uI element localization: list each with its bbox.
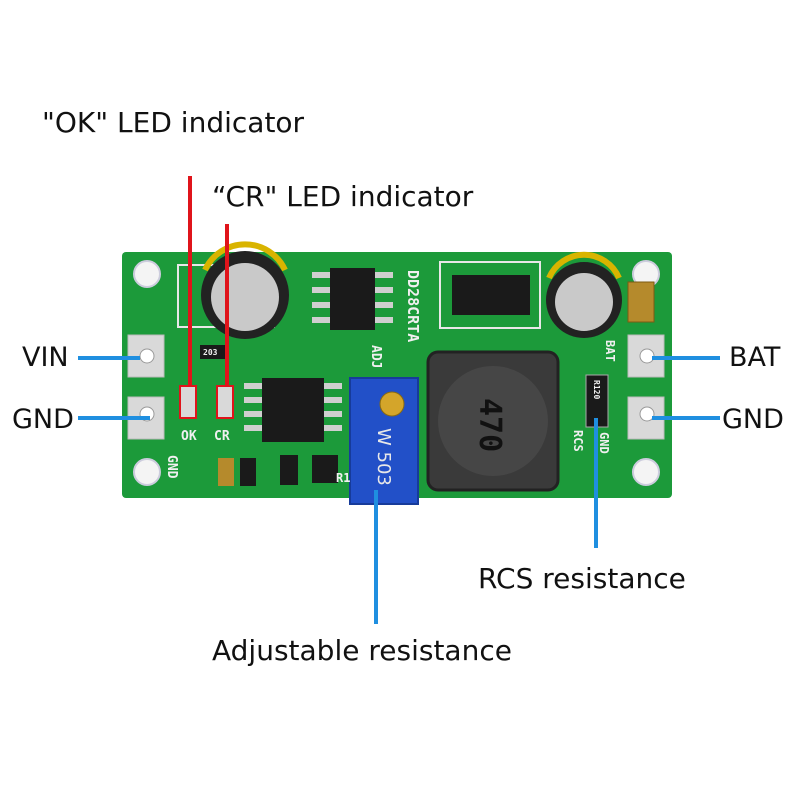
inductor-code: 470 <box>472 398 507 452</box>
gnd-pad-right-hole <box>639 406 655 422</box>
diode-outline <box>439 261 541 329</box>
mounting-hole <box>632 458 660 486</box>
gnd-left-label: GND <box>12 404 74 435</box>
diode <box>452 275 530 315</box>
adjustable-annotation: Adjustable resistance <box>212 634 512 667</box>
bat-silk-label: BAT <box>603 340 617 362</box>
right-capacitor-stripe <box>546 251 622 280</box>
smd-component <box>218 458 234 486</box>
bat-label: BAT <box>729 342 781 373</box>
gnd-silk-label-right: GND <box>597 432 611 454</box>
ok-led-annotation: "OK" LED indicator <box>42 106 305 139</box>
cr-led <box>216 385 234 419</box>
gnd-silk-label-left: GND <box>164 455 179 479</box>
shunt-code: R120 <box>592 380 601 399</box>
rcs-annotation: RCS resistance <box>478 562 686 595</box>
top-ic <box>330 268 375 330</box>
board-model-label: DD28CRTA <box>404 270 422 342</box>
transistor <box>312 455 338 483</box>
inductor-center <box>438 366 548 476</box>
left-capacitor-top <box>211 263 279 331</box>
vin-pad-hole <box>139 348 155 364</box>
adj-silk-label: ADJ <box>368 345 383 368</box>
small-cap-right <box>627 281 655 323</box>
vin-label: VIN <box>22 342 69 373</box>
bat-pad-hole <box>639 348 655 364</box>
lower-ic <box>262 378 324 442</box>
left-capacitor-stripe <box>202 241 288 272</box>
right-capacitor-top <box>555 273 613 331</box>
lower-ic-pins <box>244 383 342 431</box>
resistor-203 <box>200 345 226 359</box>
r1-silk-label: R1 <box>336 471 350 485</box>
smd-component <box>280 455 298 485</box>
cr-led-annotation: “CR" LED indicator <box>212 180 474 213</box>
ok-silk-label: OK <box>181 429 197 444</box>
ok-led <box>179 385 197 419</box>
mounting-hole <box>133 260 161 288</box>
potentiometer-screw <box>379 391 405 417</box>
potentiometer-code: W 503 <box>373 428 394 486</box>
led-resistor-code: 203 <box>203 348 218 357</box>
gnd-right-label: GND <box>722 404 784 435</box>
smd-component <box>240 458 256 486</box>
rcs-silk-label: RCS <box>571 430 585 452</box>
top-ic-pins <box>312 272 393 323</box>
cr-silk-label: CR <box>214 429 230 444</box>
mounting-hole <box>133 458 161 486</box>
